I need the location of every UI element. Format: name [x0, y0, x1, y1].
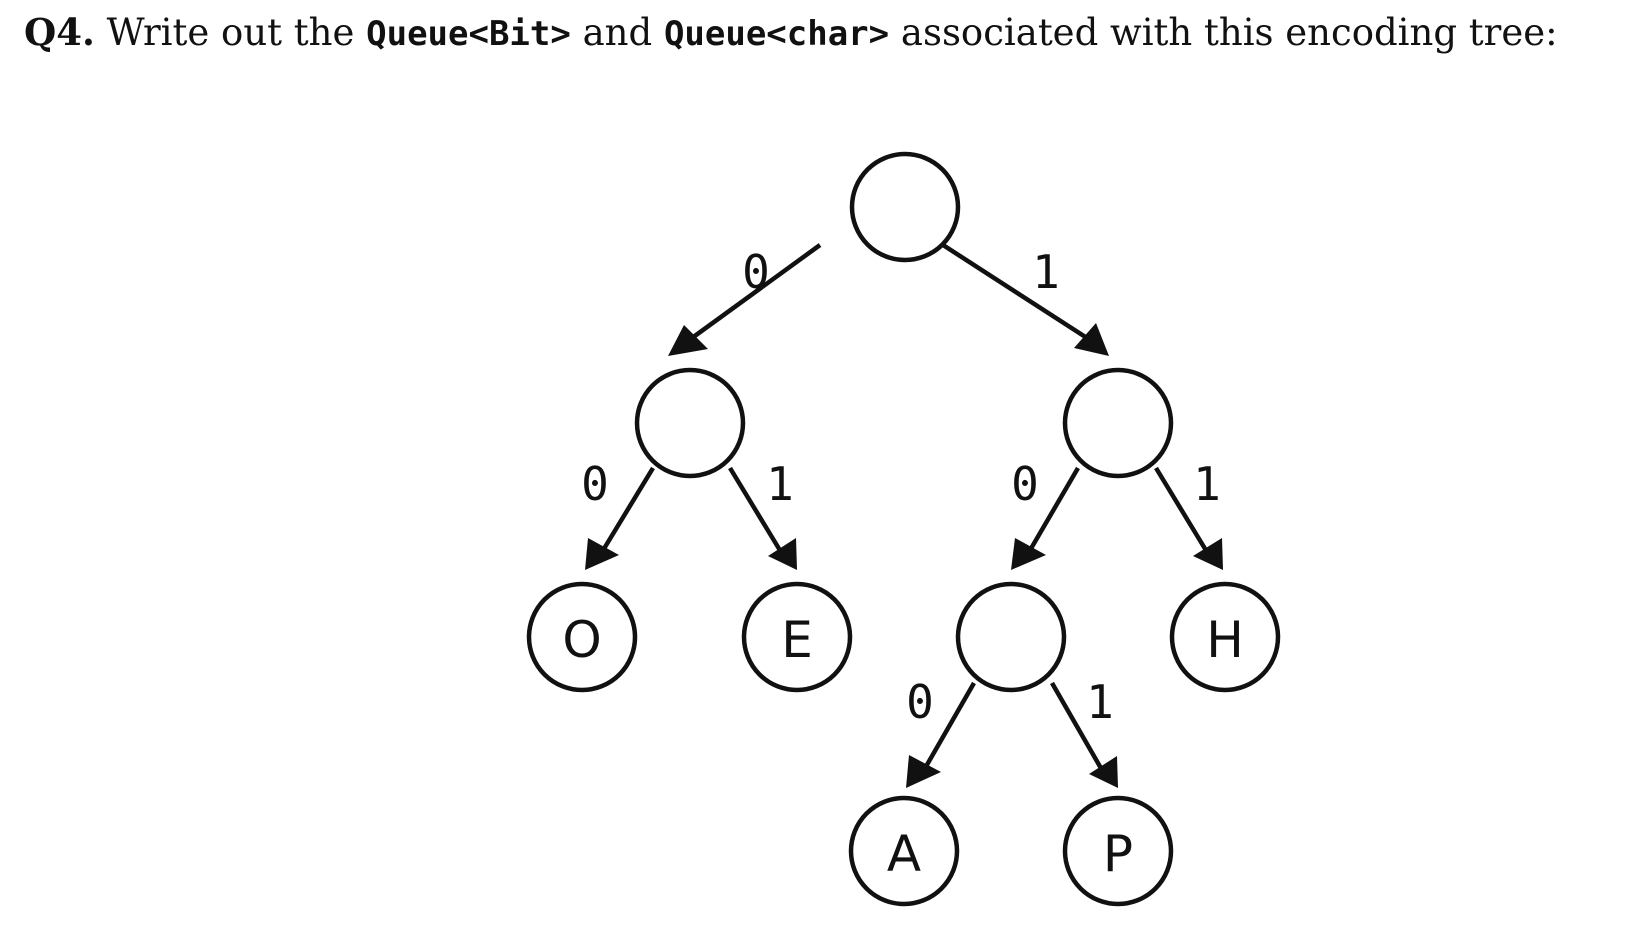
bit-label-root-right: 1: [1032, 245, 1060, 299]
tree-node-lower-internal: [955, 581, 1067, 693]
queue-char-code: Queue<char>: [663, 14, 890, 54]
node-label-h: H: [1206, 611, 1244, 669]
tree-node-left-internal: [634, 367, 746, 479]
bit-label-left-internal-left: 0: [581, 457, 609, 511]
edge-lower-internal-right: [1050, 681, 1118, 788]
question-text-part-1: Write out the: [106, 11, 355, 54]
bit-label-left-internal-right: 1: [766, 457, 794, 511]
tree-node-leaf-a: A: [848, 795, 960, 907]
edge-right-internal-right: [1154, 466, 1223, 570]
edge-left-internal-right: [728, 466, 797, 570]
edge-lower-internal-left: [906, 681, 976, 788]
edge-left-internal-left: [585, 466, 655, 570]
node-label-o: O: [562, 611, 601, 669]
bit-label-right-internal-right: 1: [1193, 457, 1221, 511]
question-text-part-2: and: [582, 11, 653, 54]
edge-root-left: [668, 243, 822, 356]
edge-right-internal-left: [1011, 466, 1080, 570]
tree-node-root: [849, 151, 961, 263]
bit-label-lower-internal-right: 1: [1086, 675, 1114, 729]
bit-label-lower-internal-left: 0: [906, 675, 934, 729]
bit-label-right-internal-left: 0: [1011, 457, 1039, 511]
tree-node-leaf-h: H: [1169, 581, 1281, 693]
tree-node-right-internal: [1062, 367, 1174, 479]
question-text-part-3: associated with this encoding tree:: [900, 11, 1558, 54]
question-text: Q4. Write out the Queue<Bit> and Queue<c…: [24, 10, 1558, 54]
bit-label-root-left: 0: [742, 245, 770, 299]
queue-bit-code: Queue<Bit>: [366, 14, 571, 54]
tree-node-leaf-o: O: [526, 581, 638, 693]
tree-node-leaf-e: E: [741, 581, 853, 693]
node-label-e: E: [781, 611, 813, 669]
question-number: Q4.: [24, 10, 95, 54]
node-label-p: P: [1103, 825, 1133, 883]
tree-node-leaf-p: P: [1062, 795, 1174, 907]
edge-root-right: [941, 243, 1109, 356]
node-label-a: A: [887, 825, 921, 883]
